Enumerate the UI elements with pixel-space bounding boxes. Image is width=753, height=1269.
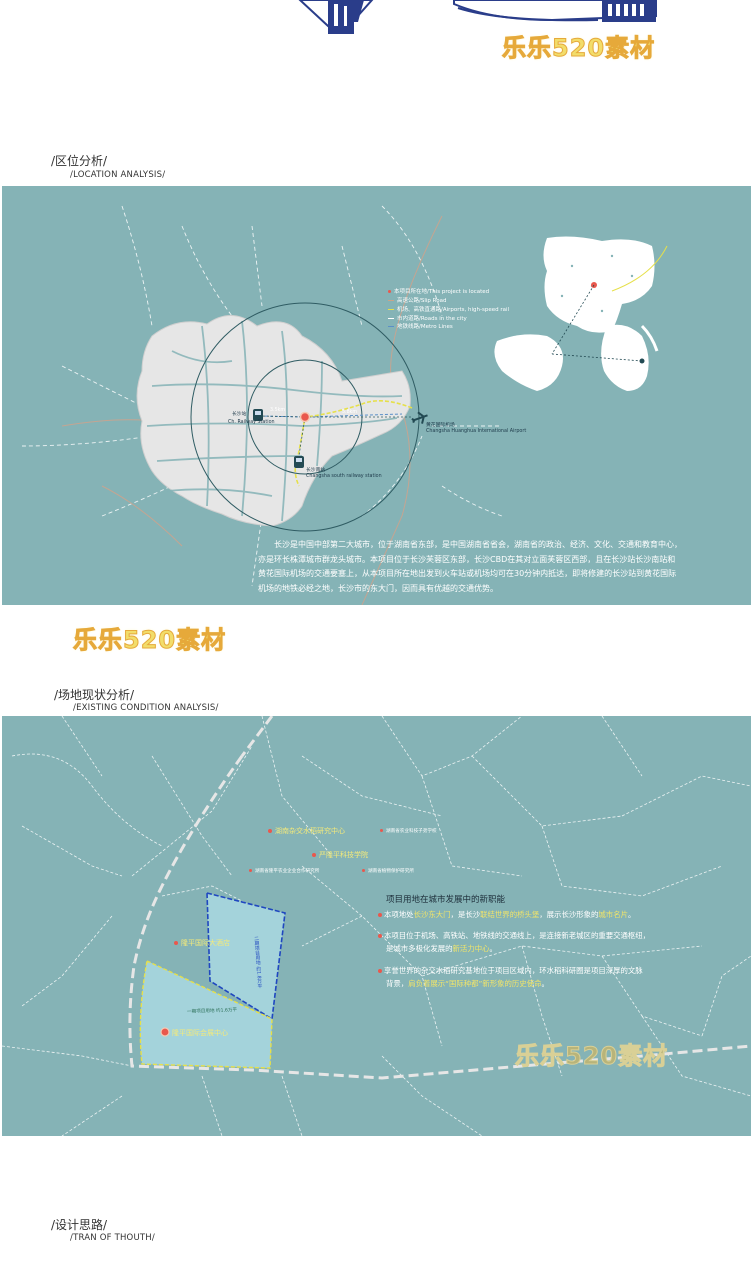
city-region-map [494, 324, 659, 391]
watermark: 乐乐520素材 [514, 1042, 669, 1071]
existing-map-panel: 二期项目用地 约1.8万平 一期项目用地 约1.6万平 湖南杂交水稻研究中心 湖… [2, 716, 751, 1136]
poi-rice-research-center: 湖南杂交水稻研究中心 [268, 826, 345, 836]
label-railway-station-cn: 长沙站 [232, 412, 247, 417]
legend-item-airport-rail: 机场、高铁直通路/Airports, high-speed rail [388, 305, 509, 313]
label-airport-cn: 黄花国际机场 [426, 423, 455, 428]
poi-plant-protection: 湖南省植物保护研究所 [362, 868, 414, 874]
section-subtitle-design: /TRAN OF THOUTH/ [70, 1233, 155, 1243]
label-distance-1: 3.5km [270, 408, 286, 413]
legend-item-city-roads: 市内道路/Roads in the city [388, 314, 467, 322]
existing-map [2, 716, 751, 1136]
poi-agri-institute: 湖南省隆平农业企业合作研究所 [249, 868, 319, 874]
label-distance-2: 5.8km [342, 410, 358, 415]
label-south-station-en: Changsha south railway station [306, 474, 382, 479]
paragraph-line: 黄花国际机场的交通要塞上，从本项目所在地出发到火车站或机场均可在30分钟内抵达，… [258, 569, 677, 578]
province-map [543, 236, 668, 333]
legend-item-project: 本项目所在地/This project is located [388, 287, 489, 295]
bullet-3: 享誉世界的杂交水稻研究基地位于项目区域内，环水稻科研圈是项目深厚的文脉 背景，肩… [378, 964, 738, 990]
poi-longping-expo: 隆平国际会展中心 [172, 1029, 228, 1037]
bullet-dot [378, 969, 382, 973]
location-map-panel: 本项目所在地/This project is located 高速公路/Slip… [2, 186, 751, 605]
watermark: 乐乐520素材 [72, 626, 227, 655]
legend-item-slip-road: 高速公路/Slip Road [388, 296, 446, 304]
paragraph-line: 长沙是中国中部第二大城市，位于湖南省东部，是中国湖南省省会，湖南省的政治、经济、… [274, 540, 682, 549]
section-subtitle-location: /LOCATION ANALYSIS/ [70, 170, 166, 180]
paragraph-line: 机场的地铁必经之地，长沙市的东大门，因而具有优越的交通优势。 [258, 583, 498, 593]
bullet-dot [378, 934, 382, 938]
airplane-icon [411, 411, 428, 424]
train-icon [253, 409, 263, 421]
bullet-1: 本项地处长沙东大门，是长沙联结世界的桥头堡，展示长沙形象的城市名片。 [378, 908, 738, 921]
location-map [21, 205, 668, 605]
section-subtitle-existing: /EXISTING CONDITION ANALYSIS/ [73, 703, 219, 713]
legend-item-metro: 地铁线路/Metro Lines [388, 322, 453, 330]
bullet-2: 本项目位于机场、高铁站、地铁线的交通线上，是连接新老城区的重要交通枢纽， 是城市… [378, 929, 738, 955]
label-railway-station-en: Ch. Railway Station [228, 420, 275, 425]
poi-longping-hotel: 隆平国际大酒店 [174, 938, 230, 948]
ship-graphic-right [452, 0, 662, 30]
ship-graphic-left [298, 0, 382, 38]
poi-agri-school: 湖南省农业科技子弟学校 [380, 828, 437, 834]
label-south-station-cn: 长沙南站 [306, 468, 326, 473]
existing-heading: 项目用地在城市发展中的新职能 [386, 895, 506, 905]
train-icon [294, 456, 304, 468]
paragraph-line: 亦是环长株潭城市群龙头城市。本项目位于长沙芙蓉区东部，长沙CBD在其对立面芙蓉区… [258, 554, 676, 564]
section-title-design: /设计思路/ [51, 1218, 108, 1232]
section-title-existing: /场地现状分析/ [54, 688, 135, 702]
section-title-location: /区位分析/ [51, 154, 108, 168]
watermark: 乐乐520素材 [501, 34, 656, 63]
bullet-dot [378, 913, 382, 917]
label-airport-en: Changsha Huanghua International Airport [426, 429, 527, 434]
poi-longping-college: 严隆平科技学院 [312, 850, 368, 860]
location-description: 长沙是中国中部第二大城市，位于湖南省东部，是中国湖南省省会，湖南省的政治、经济、… [258, 538, 750, 596]
